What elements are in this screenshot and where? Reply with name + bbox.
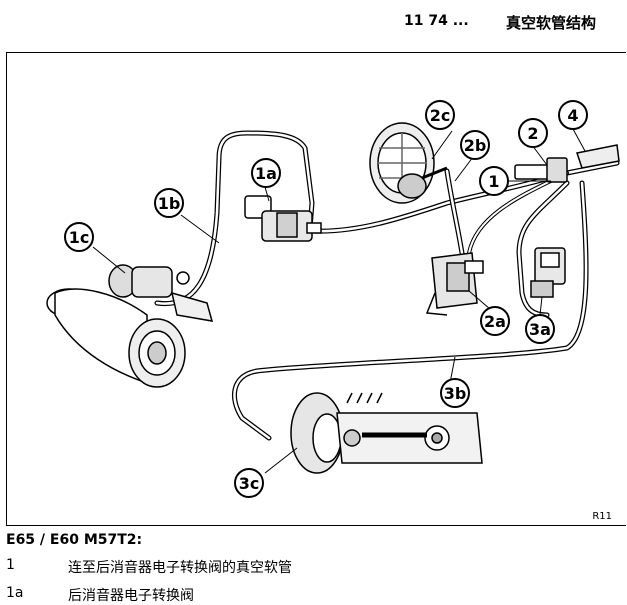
diagram-frame: 1a 1b 1c 2c 2b 1 bbox=[6, 52, 626, 526]
vacuum-hose-diagram: 1a 1b 1c 2c 2b 1 bbox=[46, 100, 620, 498]
callout-1b: 1b bbox=[154, 188, 184, 218]
legend-number: 1a bbox=[6, 585, 24, 601]
svg-text:4: 4 bbox=[567, 106, 578, 125]
callout-2a: 2a bbox=[480, 306, 510, 336]
section-code: 11 74 ... bbox=[404, 13, 469, 29]
callout-2: 2 bbox=[518, 118, 548, 148]
svg-text:1a: 1a bbox=[255, 164, 277, 183]
svg-text:3a: 3a bbox=[529, 320, 551, 339]
callout-1a: 1a bbox=[251, 158, 281, 188]
component-3c-silencer bbox=[290, 392, 483, 474]
callout-3c: 3c bbox=[234, 468, 264, 498]
callout-4: 4 bbox=[558, 100, 588, 130]
component-2a-converter bbox=[425, 252, 484, 316]
callout-1: 1 bbox=[479, 166, 509, 196]
legend-text: 连至后消音器电子转换阀的真空软管 bbox=[68, 560, 292, 576]
callout-1c: 1c bbox=[64, 222, 94, 252]
component-1c-actuator bbox=[46, 264, 214, 388]
callout-leaders bbox=[92, 128, 586, 474]
svg-text:1b: 1b bbox=[158, 194, 181, 213]
component-2c-reservoir bbox=[369, 122, 448, 204]
callout-3a: 3a bbox=[525, 314, 555, 344]
callout-3b: 3b bbox=[440, 378, 470, 408]
svg-text:2c: 2c bbox=[430, 106, 451, 125]
model-label: E65 / E60 M57T2: bbox=[6, 532, 143, 548]
hose-lines bbox=[154, 130, 620, 441]
svg-text:2: 2 bbox=[527, 124, 538, 143]
callouts: 1a 1b 1c 2c 2b 1 bbox=[64, 100, 588, 498]
svg-text:1: 1 bbox=[488, 172, 499, 191]
legend-text: 后消音器电子转换阀 bbox=[68, 588, 194, 604]
svg-text:1c: 1c bbox=[69, 228, 90, 247]
connectors-2-4 bbox=[514, 144, 620, 183]
legend-number: 1 bbox=[6, 557, 15, 573]
callout-2c: 2c bbox=[425, 100, 455, 130]
svg-text:2b: 2b bbox=[464, 136, 487, 155]
component-1a-valve bbox=[244, 195, 322, 242]
callout-2b: 2b bbox=[460, 130, 490, 160]
figure-reference: R11 bbox=[592, 511, 612, 522]
svg-text:3b: 3b bbox=[444, 384, 467, 403]
section-title: 真空软管结构 bbox=[506, 14, 597, 32]
component-3a-valve bbox=[530, 247, 566, 298]
svg-text:2a: 2a bbox=[484, 312, 506, 331]
svg-text:3c: 3c bbox=[239, 474, 260, 493]
